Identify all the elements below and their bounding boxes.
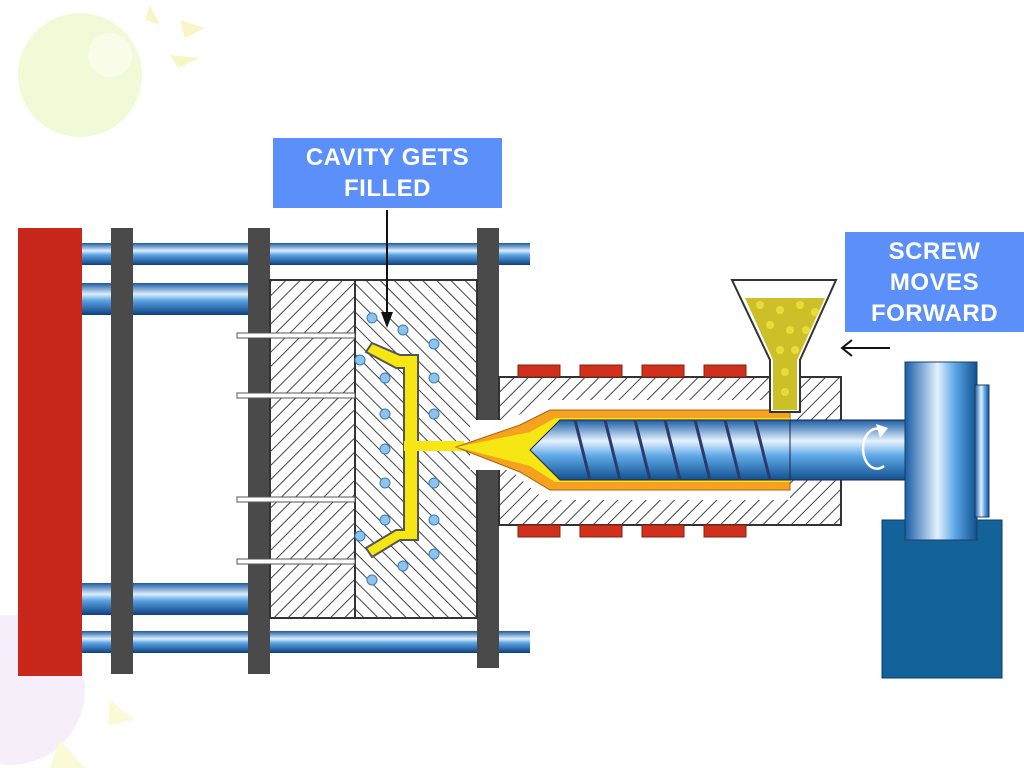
screw-callout-line3: FORWARD <box>870 299 999 327</box>
cavity-filled-callout: CAVITY GETS FILLED <box>273 138 502 208</box>
screw-forward-callout: SCREW MOVES FORWARD <box>845 232 1024 332</box>
left-arrow-icon <box>840 339 890 357</box>
cavity-pointer <box>381 210 393 328</box>
drive-unit <box>881 361 1003 679</box>
hopper <box>730 279 838 413</box>
mold <box>236 279 478 619</box>
screw <box>529 419 906 481</box>
screw-callout-line1: SCREW <box>888 237 981 265</box>
molded-part <box>364 341 419 559</box>
cavity-callout-line2: FILLED <box>344 175 431 202</box>
rear-platen <box>18 228 82 676</box>
rotation-arrow-icon <box>861 424 888 470</box>
cooling-channels <box>354 312 440 586</box>
screw-callout-line2: MOVES <box>889 268 980 296</box>
heater-bands <box>517 364 747 538</box>
cavity-callout-line1: CAVITY GETS <box>305 144 470 171</box>
